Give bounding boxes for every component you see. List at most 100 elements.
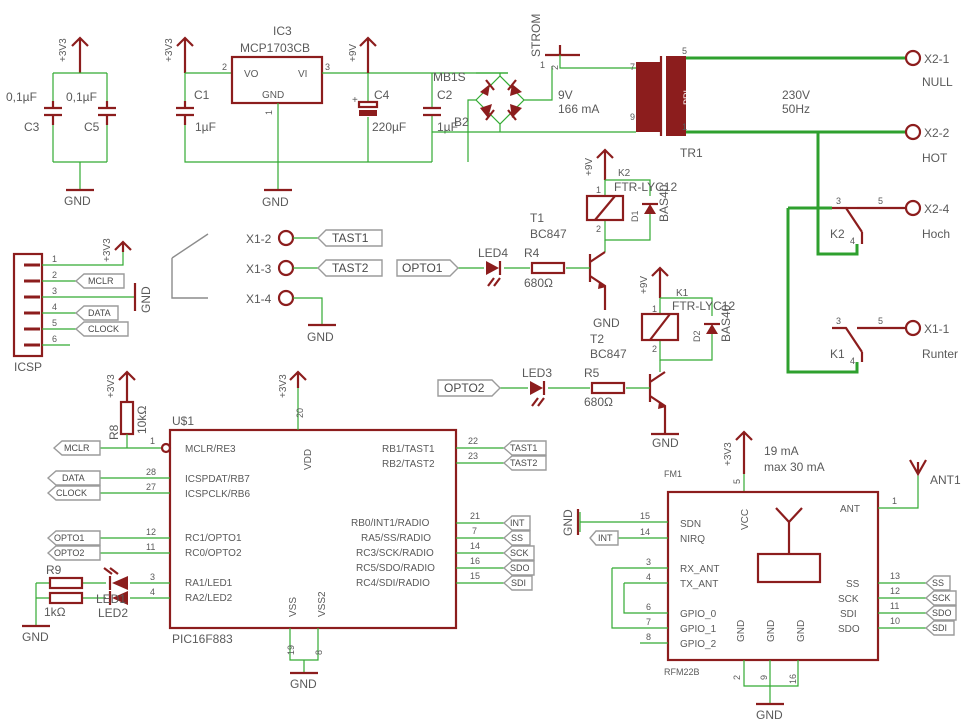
terminal-x2-4[interactable] <box>904 199 922 217</box>
radio-pin-g2: GPIO_2 <box>680 639 717 650</box>
regulator-ic <box>230 55 324 105</box>
gnd-label-t1: GND <box>593 316 620 330</box>
supply-3v3-label-2: +3V3 <box>164 38 175 62</box>
k2-coil <box>585 194 625 222</box>
t2-emitter-arrow <box>658 402 666 409</box>
transformer-primary-coil <box>666 56 686 136</box>
led3-ref: LED3 <box>522 366 552 380</box>
terminal-x1-2[interactable] <box>277 229 295 247</box>
radio-pin-10: 10 <box>890 616 900 626</box>
mcu-pin-1: 1 <box>150 436 155 446</box>
sck-radio-label: SCK <box>932 593 951 603</box>
ss-radio-tag <box>924 575 951 591</box>
mcu-pin-11: 11 <box>146 542 155 552</box>
switch-pin-2: 2 <box>550 65 560 70</box>
radio-pin-gnd-1: GND <box>736 620 747 642</box>
radio-pin-6: 6 <box>646 602 651 612</box>
c4-plate <box>357 100 379 109</box>
terminal-x1-1[interactable] <box>904 319 922 337</box>
k1-coil <box>640 312 680 342</box>
d1-ref: D1 <box>630 210 640 222</box>
radio-pin-sck: SCK <box>838 594 859 605</box>
mcu-part: PIC16F883 <box>172 632 233 646</box>
tast1-mcu-label: TAST1 <box>510 443 537 453</box>
icsp-pin-6: 6 <box>52 334 57 344</box>
r9-value: 1kΩ <box>44 605 66 619</box>
gnd-label-1: GND <box>64 194 91 208</box>
mcu-pin-19: 19 <box>286 645 296 655</box>
terminal-x2-2[interactable] <box>904 123 922 141</box>
bridge-part: MB1S <box>433 70 466 84</box>
led4-symbol <box>486 261 499 275</box>
transformer-pin-1: 1 <box>682 122 687 132</box>
icsp-clock-tag <box>74 321 129 337</box>
sdi-mcu-tag <box>502 575 533 591</box>
d2-part: BAS40 <box>719 304 733 342</box>
terminal-x1-1-label: Runter <box>922 347 958 361</box>
supply-9v-label-2: +9V <box>584 158 595 176</box>
switch-strom: STROM <box>529 14 543 57</box>
radio-pin-g0: GPIO_0 <box>680 609 717 620</box>
int-mcu-label: INT <box>510 518 525 528</box>
mcu-pin-vdd: VDD <box>303 449 314 470</box>
t1-part: BC847 <box>530 227 567 241</box>
c5-value: 0,1µF <box>66 90 97 104</box>
mcu-ic <box>168 428 458 630</box>
tast2-tag-label: TAST2 <box>332 261 369 275</box>
clock-tag-label: CLOCK <box>56 488 87 498</box>
r5-value: 680Ω <box>584 395 613 409</box>
r8-ref: R8 <box>107 424 121 440</box>
tast2-mcu-label: TAST2 <box>510 458 537 468</box>
mcu-pin-27: 27 <box>146 482 156 492</box>
gnd-label-radio: GND <box>756 708 783 722</box>
d2-ref: D2 <box>692 330 702 342</box>
terminal-x1-4[interactable] <box>277 289 295 307</box>
radio-pin-14: 14 <box>640 527 650 537</box>
k1-coil-pin-2: 2 <box>652 344 657 354</box>
regulator-part: MCP1703CB <box>240 41 310 55</box>
mcu-pin-12: 12 <box>146 527 156 537</box>
gnd-label-sdn: GND <box>561 509 575 536</box>
supply-3v3-label-4: +3V3 <box>106 374 117 398</box>
k1-coil-pin-1: 1 <box>652 304 657 314</box>
sdo-mcu-tag <box>502 560 535 576</box>
icsp-data-tag <box>74 305 119 321</box>
c1-ref: C1 <box>194 88 210 102</box>
radio-module <box>666 490 880 662</box>
primary-voltage: 230V <box>782 88 810 102</box>
t1-emitter-arrow <box>598 282 606 289</box>
radio-pin-4: 4 <box>646 572 651 582</box>
opto2-mcu-tag <box>46 545 101 561</box>
radio-pin-tx: TX_ANT <box>680 579 718 590</box>
mcu-pin-rb1: RB1/TAST1 <box>382 444 435 455</box>
gnd-label-icsp: GND <box>139 286 153 313</box>
sdo-radio-label: SDO <box>932 608 952 618</box>
mclr-tag-label: MCLR <box>64 443 90 453</box>
d1-part: BAS40 <box>657 184 671 222</box>
terminal-x1-1-ref: X1-1 <box>924 322 950 336</box>
data-net-tag <box>46 470 101 486</box>
radio-pin-sdn: SDN <box>680 519 701 530</box>
icsp-pin-5: 5 <box>52 318 57 328</box>
terminal-x2-1[interactable] <box>904 49 922 67</box>
sck-mcu-label: SCK <box>510 548 529 558</box>
c4-plate-neg <box>359 110 377 116</box>
led1-ref: LED1 <box>96 592 126 606</box>
mcu-pin-28: 28 <box>146 467 156 477</box>
gnd-label-r9: GND <box>22 630 49 644</box>
mcu-pin-icspclk: ICSPCLK/RB6 <box>185 489 250 500</box>
sdo-radio-tag <box>924 605 957 621</box>
opto1-mcu-tag <box>46 530 101 546</box>
sdi-radio-tag <box>924 620 955 636</box>
t2-ref: T2 <box>590 332 604 346</box>
led3-symbol <box>530 381 543 395</box>
mcu-pin-vss2: VSS2 <box>317 591 328 617</box>
transformer-secondary-coil <box>636 62 660 132</box>
gnd-label-t2: GND <box>652 436 679 450</box>
radio-pin-1: 1 <box>892 496 897 506</box>
terminal-x1-3[interactable] <box>277 259 295 277</box>
terminal-x2-2-ref: X2-2 <box>924 126 950 140</box>
mcu-pin-16: 16 <box>470 556 480 566</box>
k1-part: FTR-LYC12 <box>672 299 735 313</box>
